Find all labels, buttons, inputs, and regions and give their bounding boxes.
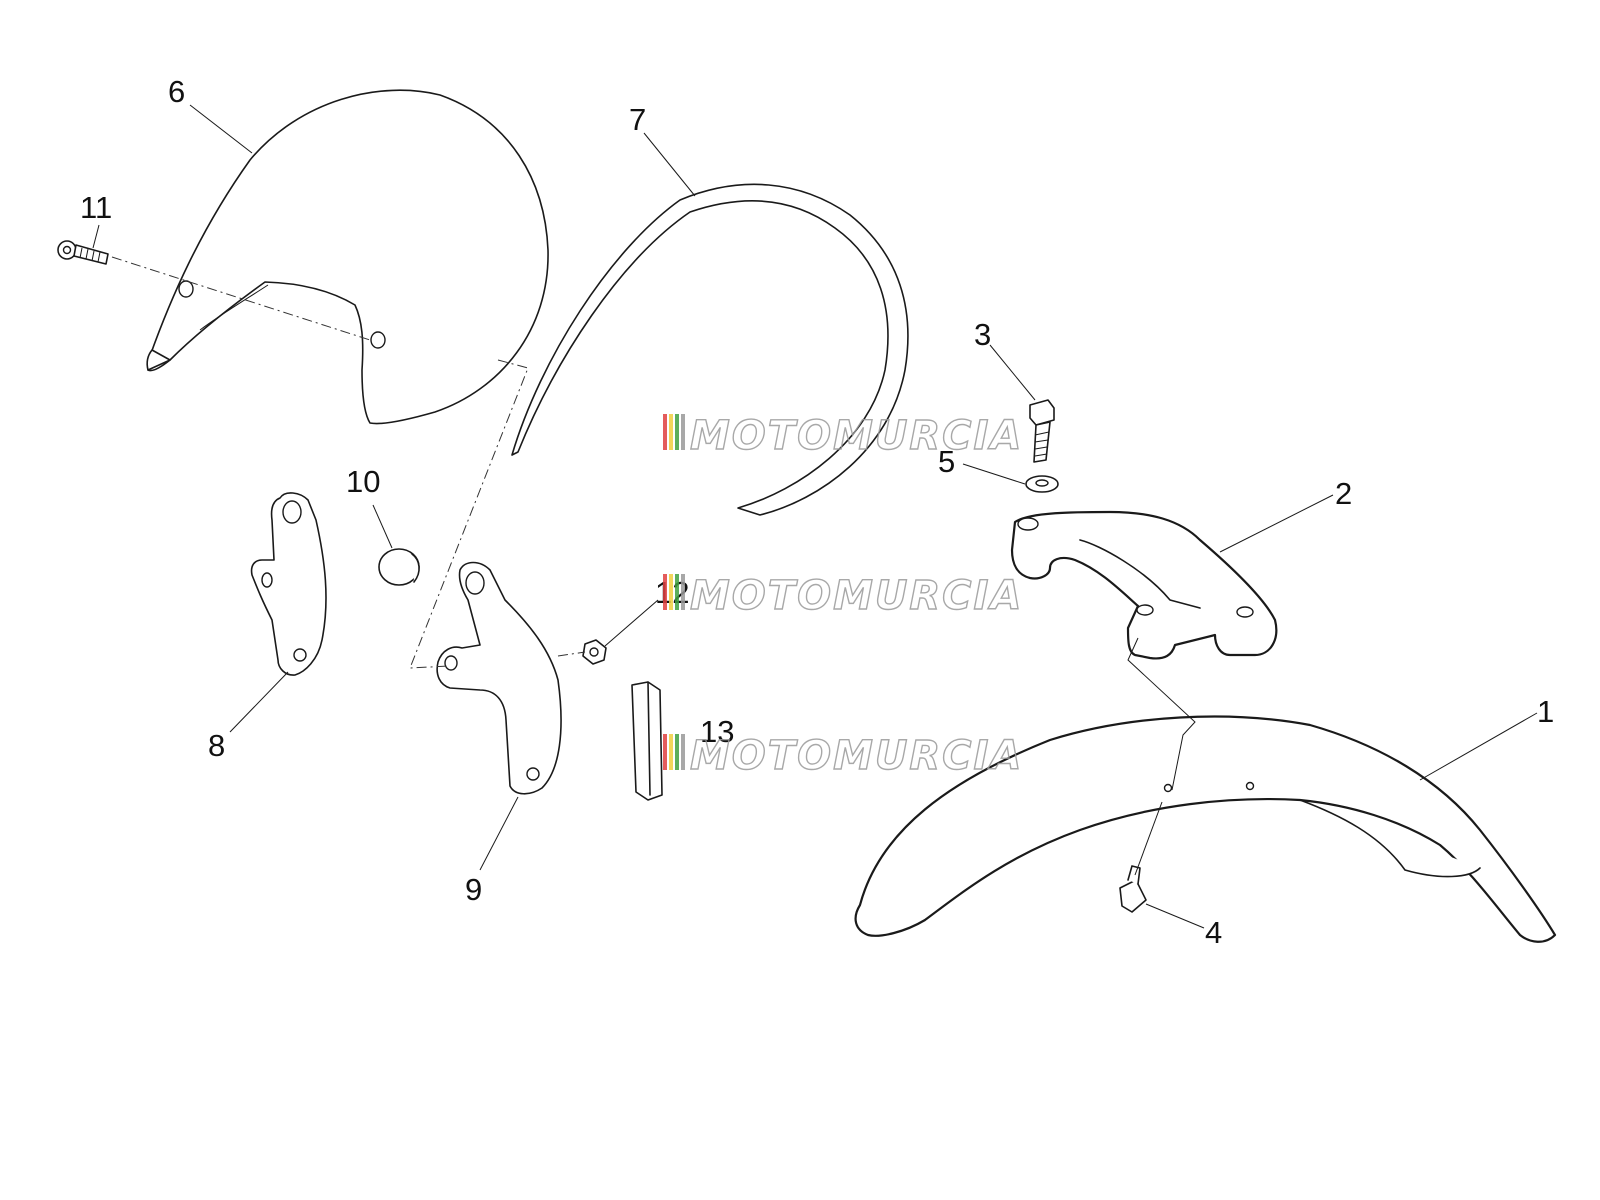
washer [1025,475,1059,493]
screw-part-11 [57,240,109,265]
watermark-stripe-red [663,574,667,610]
callout-8: 8 [208,728,225,763]
watermark-top: MOTOMURCIA [663,412,1023,460]
callout-9: 9 [465,872,482,907]
watermark-stripe-yellow [669,414,673,450]
nut [582,639,607,665]
watermark-stripe-gray [681,574,685,610]
bracket-right [436,561,562,795]
callout-4: 4 [1205,915,1222,950]
watermark-stripe-yellow [669,574,673,610]
callout-1: 1 [1537,694,1554,729]
watermark-stripe-green [675,574,679,610]
callout-numbers: 1 2 3 4 5 6 7 8 9 10 11 12 13 [80,74,1554,950]
watermark-text: MOTOMURCIA [690,573,1023,619]
watermark-stripe-green [675,414,679,450]
watermark-stripe-yellow [669,734,673,770]
callout-3: 3 [974,317,991,352]
assembly-lines [111,256,1196,876]
callout-13: 13 [700,714,734,749]
callout-10: 10 [346,464,380,499]
callout-2: 2 [1335,476,1352,511]
callout-7: 7 [629,102,646,137]
edge-trim-strip [511,183,909,516]
watermark-stripe-red [663,734,667,770]
foam-pad [631,681,663,801]
watermark-text: MOTOMURCIA [690,413,1023,459]
watermark-stripe-red [663,414,667,450]
watermark-middle: MOTOMURCIA [663,572,1023,620]
watermark-stripe-green [675,734,679,770]
front-fender [854,715,1557,943]
fender-screw [1119,865,1147,913]
watermark-stripe-gray [681,734,685,770]
callout-11: 11 [80,190,112,225]
watermark-text: MOTOMURCIA [690,733,1023,779]
bolt [1029,399,1055,463]
fender-bracket [1010,510,1278,660]
watermark-bottom: MOTOMURCIA [663,732,1023,780]
windscreen [146,89,549,425]
callout-6: 6 [168,74,185,109]
callout-leaders [92,104,1538,929]
callout-5: 5 [938,444,955,479]
watermark-stripe-gray [681,414,685,450]
rubber-plug [378,548,420,586]
bracket-left [250,492,327,676]
